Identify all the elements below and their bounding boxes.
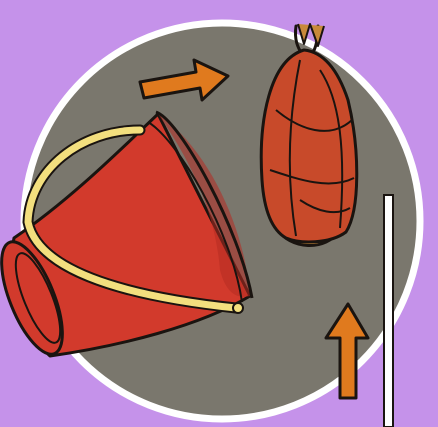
pole <box>384 195 393 427</box>
